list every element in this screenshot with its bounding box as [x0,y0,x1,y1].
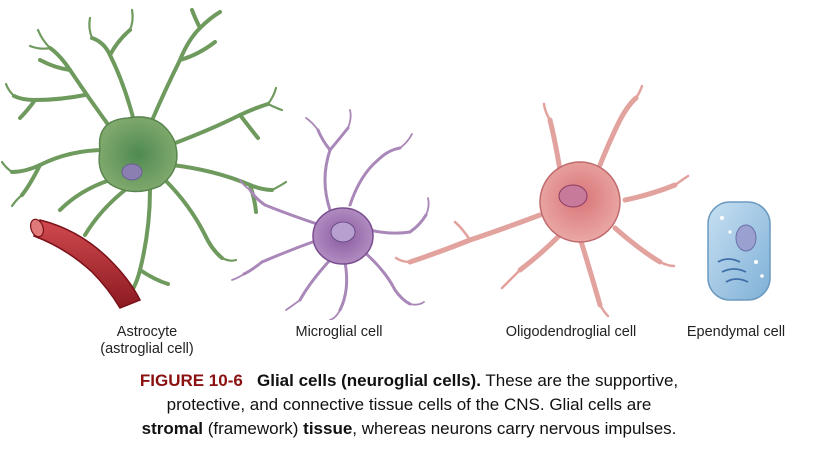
figure-number: FIGURE 10-6 [139,371,243,390]
astrocyte-label-line1: Astrocyte [116,324,178,340]
caption-text-1: These are the supportive, [480,371,679,390]
caption-line-3: stromal (framework) tissue, whereas neur… [0,417,818,441]
caption-bold-stromal: stromal [141,419,204,438]
microglial-label: Microglial cell [295,324,383,340]
figure-caption: FIGURE 10-6 Glial cells (neuroglial cell… [0,369,818,441]
oligodendroglial-label: Oligodendroglial cell [505,324,637,340]
glial-cells-illustration [0,8,771,320]
ependymal-label: Ependymal cell [686,324,786,340]
caption-text-2: protective, and connective tissue cells … [166,395,652,414]
astrocyte-illustration [0,8,288,302]
figure-title: Glial cells (neuroglial cells). [257,371,481,390]
caption-line-1: FIGURE 10-6 Glial cells (neuroglial cell… [0,369,818,393]
caption-line-2: protective, and connective tissue cells … [0,393,818,417]
caption-text-3: (framework) [203,419,304,438]
astrocyte-label-line2: (astroglial cell) [100,341,194,357]
microglial-cell-illustration [231,109,430,320]
oligodendroglial-cell-illustration [394,84,690,318]
astrocyte-label: Astrocyte (astroglial cell) [82,324,212,358]
caption-bold-tissue: tissue [303,419,353,438]
caption-text-4: , whereas neurons carry nervous impulses… [352,419,677,438]
blood-vessel-illustration [29,218,142,309]
ependymal-cell-illustration [707,201,771,301]
